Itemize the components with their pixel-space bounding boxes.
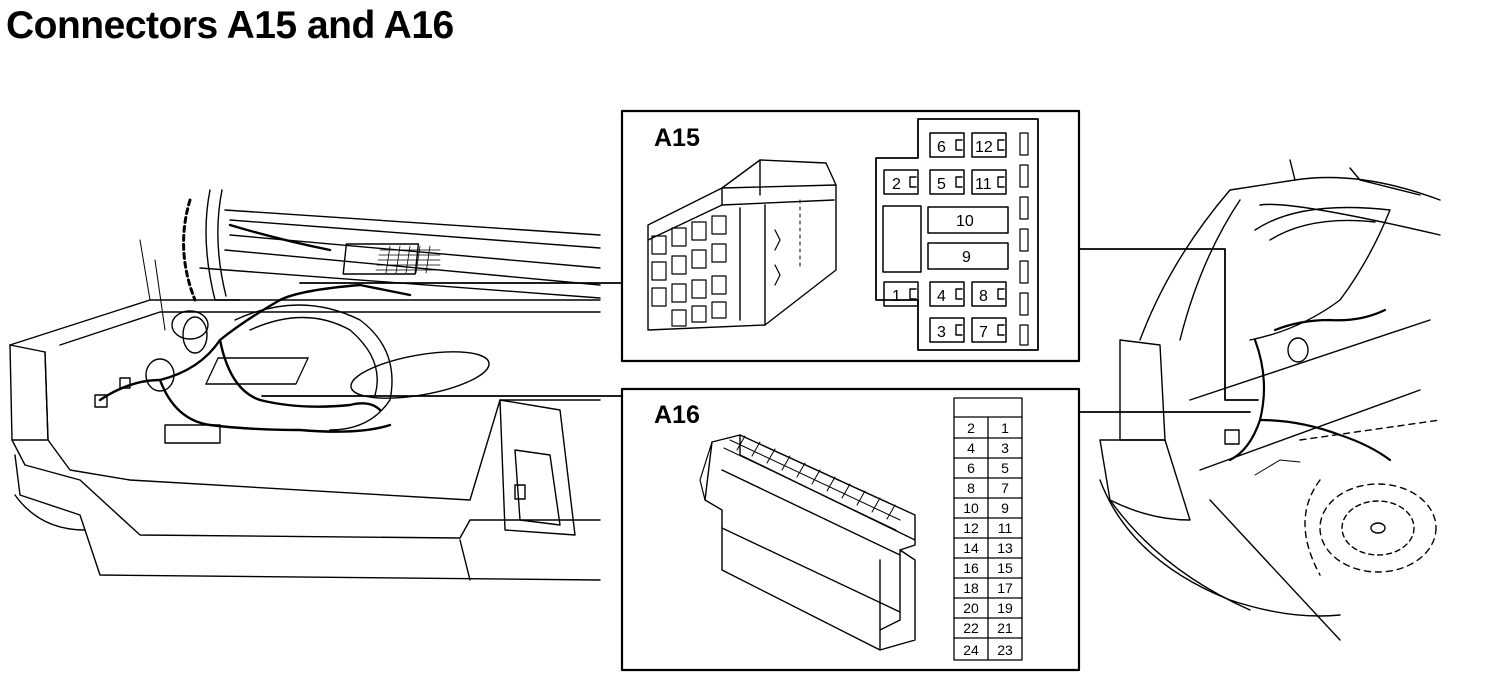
a15-pin-label: 3 xyxy=(937,324,946,341)
a15-pin-label: 10 xyxy=(956,213,974,230)
connector-a15-pinout: 6 12 2 5 11 10 9 1 4 8 3 7 xyxy=(875,118,1039,351)
connector-a16-label: A16 xyxy=(654,401,700,429)
a16-pin-label: 7 xyxy=(1001,480,1009,496)
a16-pin-label: 24 xyxy=(963,642,979,658)
a16-pin-label: 9 xyxy=(1001,500,1009,516)
connector-a15-label: A15 xyxy=(654,124,700,152)
a16-pin-label: 13 xyxy=(997,540,1013,556)
leader-line-a15-right xyxy=(1078,248,1259,401)
connector-a15-illustration xyxy=(647,159,837,331)
a15-pin-cell xyxy=(883,169,919,195)
a16-pin-label: 21 xyxy=(997,620,1013,636)
a16-pin-label: 2 xyxy=(967,420,975,436)
connector-a16-pinout: 2 1 4 3 6 5 8 7 10 9 12 11 14 13 16 15 1… xyxy=(953,397,1023,661)
a15-pin-cell xyxy=(971,281,1007,307)
a16-pin-label: 5 xyxy=(1001,460,1009,476)
a16-pin-label: 6 xyxy=(967,460,975,476)
a16-pin-label: 18 xyxy=(963,580,979,596)
connector-a16-panel xyxy=(620,387,1081,672)
a16-pin-label: 19 xyxy=(997,600,1013,616)
a15-pin-label: 2 xyxy=(892,176,901,193)
a16-pin-label: 3 xyxy=(1001,440,1009,456)
a15-pin-label: 12 xyxy=(975,139,993,156)
side-trunk-illustration xyxy=(1099,159,1441,641)
a16-pin-label: 22 xyxy=(963,620,979,636)
a15-pin-cell xyxy=(927,206,1009,234)
a16-pin-label: 4 xyxy=(967,440,975,456)
a16-pin-label: 14 xyxy=(963,540,979,556)
a16-pin-label: 23 xyxy=(997,642,1013,658)
page-title: Connectors A15 and A16 xyxy=(6,4,454,47)
a15-pin-cell xyxy=(971,132,1007,158)
a15-pin-cell xyxy=(929,169,965,195)
a15-pin-cell xyxy=(971,169,1007,195)
a15-pin-cell xyxy=(927,242,1009,270)
a15-pin-cell xyxy=(929,132,965,158)
a16-pin-label: 8 xyxy=(967,480,975,496)
a15-pin-label: 11 xyxy=(975,176,992,193)
a15-pin-label: 8 xyxy=(979,288,988,305)
a15-pin-label: 5 xyxy=(937,176,946,193)
connector-a15-panel xyxy=(620,109,1081,363)
a16-pin-label: 16 xyxy=(963,560,979,576)
a15-pin-cell xyxy=(883,281,919,307)
a15-pin-label: 4 xyxy=(937,288,946,305)
a15-pin-cell xyxy=(929,317,965,343)
a15-pin-cell xyxy=(971,317,1007,343)
trunk-illustration xyxy=(9,189,601,581)
a16-pin-label: 1 xyxy=(1001,420,1009,436)
a15-pin-label: 6 xyxy=(937,139,946,156)
a16-pin-label: 11 xyxy=(998,520,1013,536)
a15-pin-label: 1 xyxy=(892,288,901,305)
a16-pin-label: 17 xyxy=(997,580,1013,596)
a15-pin-cell xyxy=(929,281,965,307)
a15-pin-label: 9 xyxy=(962,249,971,266)
connector-a16-illustration xyxy=(699,434,916,651)
a16-pin-label: 12 xyxy=(963,520,979,536)
a16-pin-label: 10 xyxy=(963,500,979,516)
a15-pin-label: 7 xyxy=(979,324,988,341)
a16-pin-label: 20 xyxy=(963,600,979,616)
a16-pin-label: 15 xyxy=(997,560,1013,576)
